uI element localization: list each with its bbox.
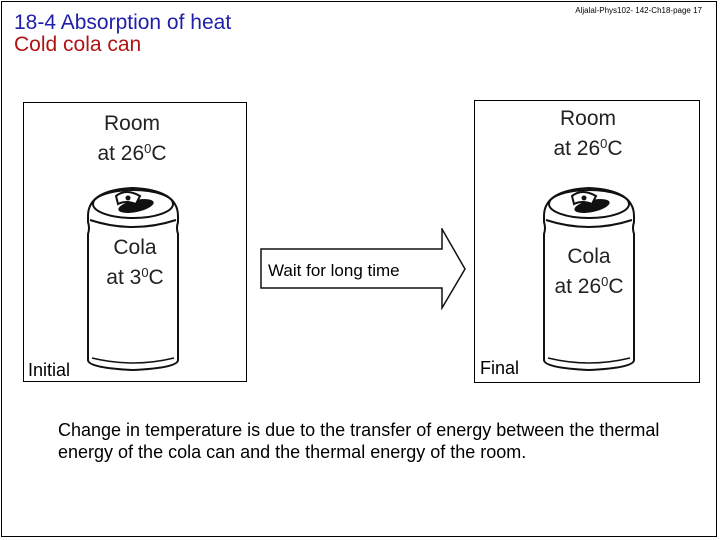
initial-cola-label: Cola at 30C — [72, 233, 198, 293]
page-title: 18-4 Absorption of heat — [14, 11, 232, 34]
final-state-label: Final — [480, 358, 520, 378]
explanation-text: Change in temperature is due to the tran… — [58, 420, 660, 462]
initial-cola-can-icon — [87, 186, 179, 372]
final-cola-line1: Cola — [567, 245, 611, 268]
initial-room-line1: Room — [103, 112, 161, 135]
final-cola-can-icon — [543, 186, 635, 372]
initial-state-label: Initial — [28, 360, 71, 380]
page-subtitle: Cold cola can — [14, 33, 142, 56]
initial-room-label: Room at 260C — [62, 109, 202, 169]
initial-room-temperature: at 260C — [97, 141, 167, 165]
right-arrow-icon — [260, 228, 466, 310]
final-room-temperature: at 260C — [553, 136, 623, 160]
final-cola-label: Cola at 260C — [524, 242, 654, 302]
final-room-label: Room at 260C — [518, 104, 658, 164]
initial-cola-line1: Cola — [113, 236, 157, 259]
initial-cola-temperature: at 30C — [106, 265, 164, 289]
arrow-label: Wait for long time — [268, 261, 400, 280]
final-room-line1: Room — [559, 107, 617, 130]
final-cola-temperature: at 260C — [554, 274, 624, 298]
page-note: Aljalal-Phys102- 142-Ch18-page 17 — [575, 6, 702, 15]
